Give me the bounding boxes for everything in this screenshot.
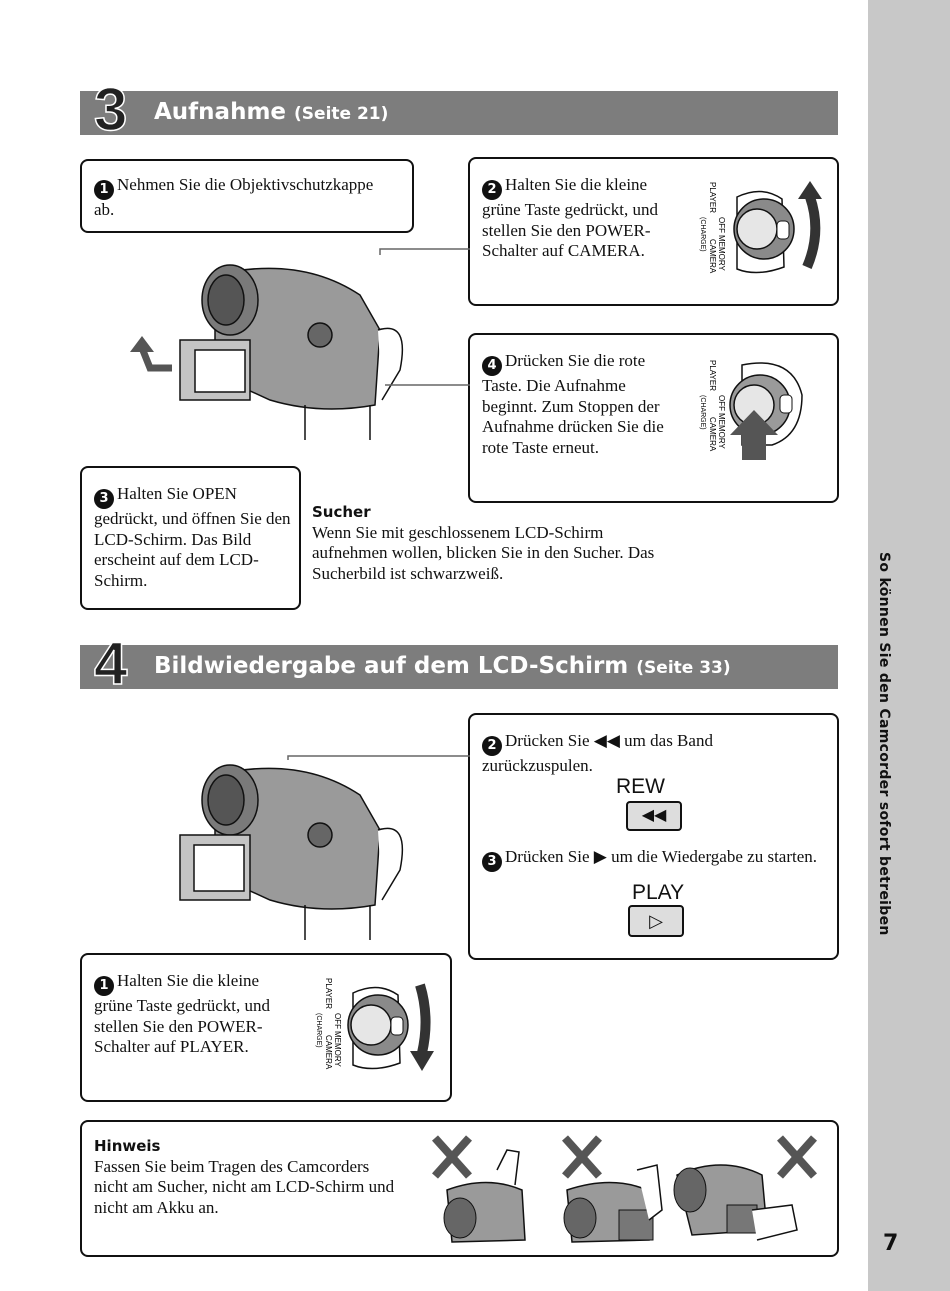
s4-step2-number: 2: [482, 736, 502, 756]
power-switch-icon: [347, 983, 434, 1071]
svg-text:MEMORY: MEMORY: [717, 413, 726, 450]
camcorder-illustration-1: [130, 248, 470, 440]
s4-step1-number: 1: [94, 976, 114, 996]
s4-step1-text: Halten Sie die kleine grüne Taste gedrüc…: [94, 971, 271, 1056]
section-4-title: Bildwiedergabe auf dem LCD-Schirm (Seite…: [154, 653, 731, 679]
record-button-icon: [729, 362, 803, 460]
svg-text:OFF: OFF: [333, 1013, 342, 1029]
svg-text:OFF: OFF: [717, 395, 726, 411]
svg-text:PLAYER: PLAYER: [708, 360, 717, 391]
svg-text:CAMERA: CAMERA: [708, 239, 717, 274]
rew-key-label: REW: [616, 775, 665, 798]
svg-text:PLAYER: PLAYER: [324, 978, 333, 1009]
side-tab: [868, 0, 950, 1291]
play-key-icon: ▷: [649, 911, 663, 931]
svg-text:(CHARGE): (CHARGE): [699, 395, 706, 430]
section-3-header: 3 Aufnahme (Seite 21): [80, 75, 838, 144]
svg-text:(CHARGE): (CHARGE): [699, 217, 706, 252]
s3-step2-number: 2: [482, 180, 502, 200]
svg-text:(CHARGE): (CHARGE): [315, 1013, 322, 1048]
play-icon: ▶: [593, 847, 607, 866]
carry-warning-illustrations: [432, 1135, 817, 1243]
rewind-icon: ◀◀: [593, 731, 620, 750]
side-tab-title: So können Sie den Camcorder sofort betre…: [876, 552, 892, 936]
power-dial-camera-illustration: PLAYER OFF (CHARGE) MEMORY CAMERA: [699, 181, 822, 274]
rewind-key-icon: ◀◀: [641, 807, 667, 824]
s3-step1-text: Nehmen Sie die Objektivschutzkappe ab.: [94, 175, 374, 219]
svg-text:MEMORY: MEMORY: [333, 1031, 342, 1068]
record-button-illustration: PLAYER OFF (CHARGE) MEMORY CAMERA: [699, 360, 803, 460]
s3-step4-text: Drücken Sie die rote Taste. Die Aufnahme…: [482, 351, 664, 457]
hinweis-box: Hinweis Fassen Sie beim Tragen des Camco…: [80, 1120, 839, 1257]
carry-by-viewfinder-cross-icon: [432, 1135, 526, 1243]
s3-step4-number: 4: [482, 356, 502, 376]
s4-step3-number: 3: [482, 852, 502, 872]
s3-step3-number: 3: [94, 489, 114, 509]
page-number: 7: [883, 1231, 899, 1256]
section-4-header: 4 Bildwiedergabe auf dem LCD-Schirm (Sei…: [80, 629, 838, 698]
power-switch-icon: [733, 181, 822, 274]
play-key-label: PLAY: [632, 881, 685, 904]
rew-key: ◀◀: [626, 801, 682, 831]
viewfinder-text: Wenn Sie mit geschlossenem LCD-Schirm au…: [312, 522, 655, 583]
hinweis-heading: Hinweis: [94, 1137, 161, 1155]
svg-text:OFF: OFF: [717, 217, 726, 233]
s3-step3-text: Halten Sie OPEN gedrückt, und öffnen Sie…: [94, 484, 291, 590]
s3-step2-text: Halten Sie die kleine grüne Taste gedrüc…: [482, 175, 659, 260]
section-3-number: 3: [93, 75, 128, 144]
svg-text:CAMERA: CAMERA: [324, 1035, 333, 1070]
svg-text:CAMERA: CAMERA: [708, 417, 717, 452]
svg-text:PLAYER: PLAYER: [708, 182, 717, 213]
carry-by-lcd-cross-icon: [562, 1135, 663, 1243]
viewfinder-heading: Sucher: [312, 503, 371, 521]
power-dial-player-illustration: PLAYER OFF (CHARGE) MEMORY CAMERA: [315, 978, 434, 1071]
s3-step1-number: 1: [94, 180, 114, 200]
section-3-title: Aufnahme (Seite 21): [154, 99, 389, 125]
carry-by-battery-cross-icon: [673, 1135, 817, 1241]
svg-text:MEMORY: MEMORY: [717, 235, 726, 272]
section-4-number: 4: [93, 629, 128, 698]
camcorder-illustration-2: [179, 755, 470, 940]
hinweis-text: Fassen Sie beim Tragen des Camcorders ni…: [94, 1156, 395, 1217]
play-key: ▷: [628, 905, 684, 937]
viewfinder-note: Sucher Wenn Sie mit geschlossenem LCD-Sc…: [312, 502, 672, 584]
